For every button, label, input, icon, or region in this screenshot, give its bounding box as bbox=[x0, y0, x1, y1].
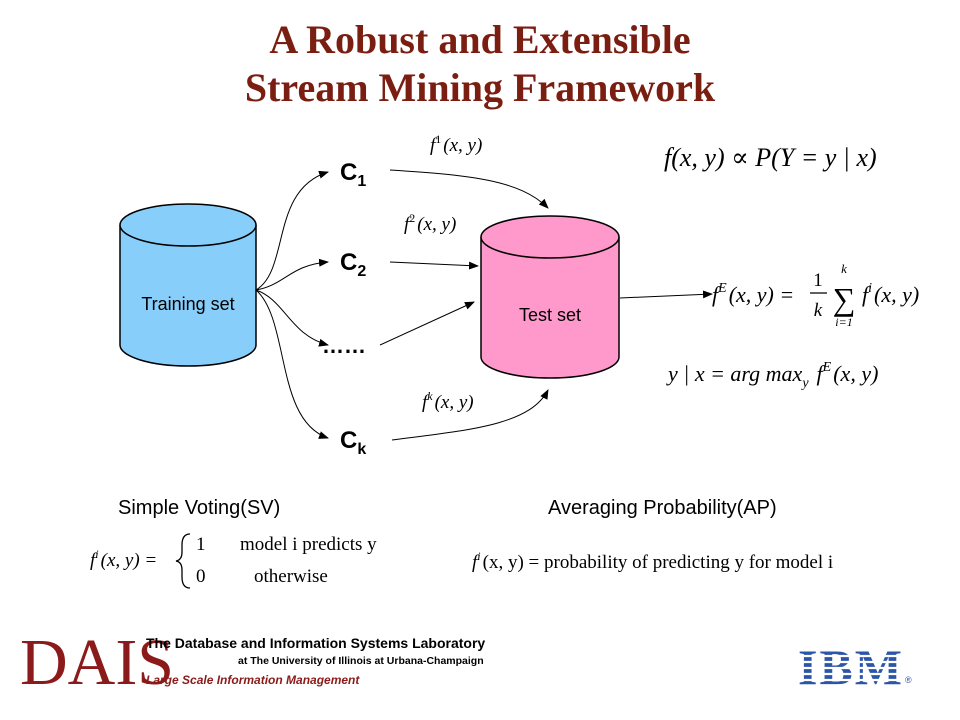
svg-text:fi(x, y): fi(x, y) bbox=[862, 281, 919, 307]
classifier-labels: C1 C2 …… Ck bbox=[322, 159, 366, 458]
svg-text:1: 1 bbox=[196, 534, 206, 555]
edge-c2-test bbox=[389, 261, 479, 270]
edge-labels: f1(x, y) f2(x, y) fk(x, y) bbox=[404, 132, 482, 413]
svg-text:0: 0 bbox=[196, 566, 206, 587]
edge-training-dots bbox=[255, 289, 329, 347]
test-set-cylinder: Test set bbox=[480, 215, 620, 379]
sv-formula: fi(x, y) = 1 model i predicts y 0 otherw… bbox=[90, 533, 377, 589]
classifier-ck: Ck bbox=[340, 427, 366, 458]
svg-text:fE(x, y) =: fE(x, y) = bbox=[712, 281, 794, 307]
svg-text:DAIS: DAIS bbox=[20, 626, 174, 699]
svg-text:1: 1 bbox=[813, 270, 823, 291]
training-set-label: Training set bbox=[141, 294, 234, 314]
edge-training-c2 bbox=[255, 258, 329, 291]
edge-ck-test bbox=[391, 389, 549, 441]
slide-title-line-2: Stream Mining Framework bbox=[244, 65, 716, 110]
ibm-logo-stripes bbox=[792, 648, 904, 682]
svg-text:i=1: i=1 bbox=[835, 315, 852, 329]
svg-text:k: k bbox=[814, 300, 823, 321]
proportional-formula: f(x, y) ∝ P(Y = y | x) bbox=[664, 143, 877, 172]
classifier-to-test-edges bbox=[379, 169, 713, 441]
svg-text:otherwise: otherwise bbox=[254, 566, 328, 587]
slide-title-line-1: A Robust and Extensible bbox=[269, 17, 691, 62]
registered-mark: ® bbox=[905, 675, 912, 685]
edge-test-ensemble bbox=[619, 290, 713, 299]
test-set-label: Test set bbox=[519, 305, 581, 325]
classifier-c2: C2 bbox=[340, 249, 366, 280]
svg-text:k: k bbox=[841, 261, 847, 276]
edge-label-f1: f1(x, y) bbox=[430, 132, 482, 156]
classifier-c1: C1 bbox=[340, 159, 366, 190]
lab-tagline: Large Scale Information Management bbox=[146, 673, 360, 687]
edge-label-fk: fk(x, y) bbox=[422, 389, 474, 413]
edge-dots-test bbox=[379, 301, 475, 346]
edge-label-f2: f2(x, y) bbox=[404, 211, 456, 235]
svg-text:model i predicts y: model i predicts y bbox=[240, 534, 377, 555]
svg-text:fi(x, y) =: fi(x, y) = bbox=[90, 547, 157, 571]
training-to-classifier-edges bbox=[255, 170, 329, 439]
edge-training-c1 bbox=[255, 170, 329, 291]
ensemble-formula: fE(x, y) = 1 k k ∑ i=1 fi(x, y) bbox=[712, 261, 919, 329]
ap-formula: fi(x, y) = probability of predicting y f… bbox=[472, 549, 833, 573]
dais-logo: DAIS The Database and Information System… bbox=[20, 626, 485, 699]
edge-c1-test bbox=[389, 169, 549, 209]
sum-symbol: ∑ bbox=[833, 281, 856, 317]
training-set-cylinder: Training set bbox=[119, 203, 257, 367]
ibm-logo: IBM ® bbox=[792, 639, 912, 695]
edge-training-ck bbox=[255, 289, 329, 439]
ap-caption: Averaging Probability(AP) bbox=[548, 497, 777, 519]
sv-caption: Simple Voting(SV) bbox=[118, 497, 281, 519]
lab-subtitle: at The University of Illinois at Urbana-… bbox=[238, 655, 484, 667]
classifier-ellipsis: …… bbox=[322, 333, 366, 358]
lab-name: The Database and Information Systems Lab… bbox=[146, 635, 485, 651]
svg-text:fi(x, y) = probability of pred: fi(x, y) = probability of predicting y f… bbox=[472, 549, 833, 573]
